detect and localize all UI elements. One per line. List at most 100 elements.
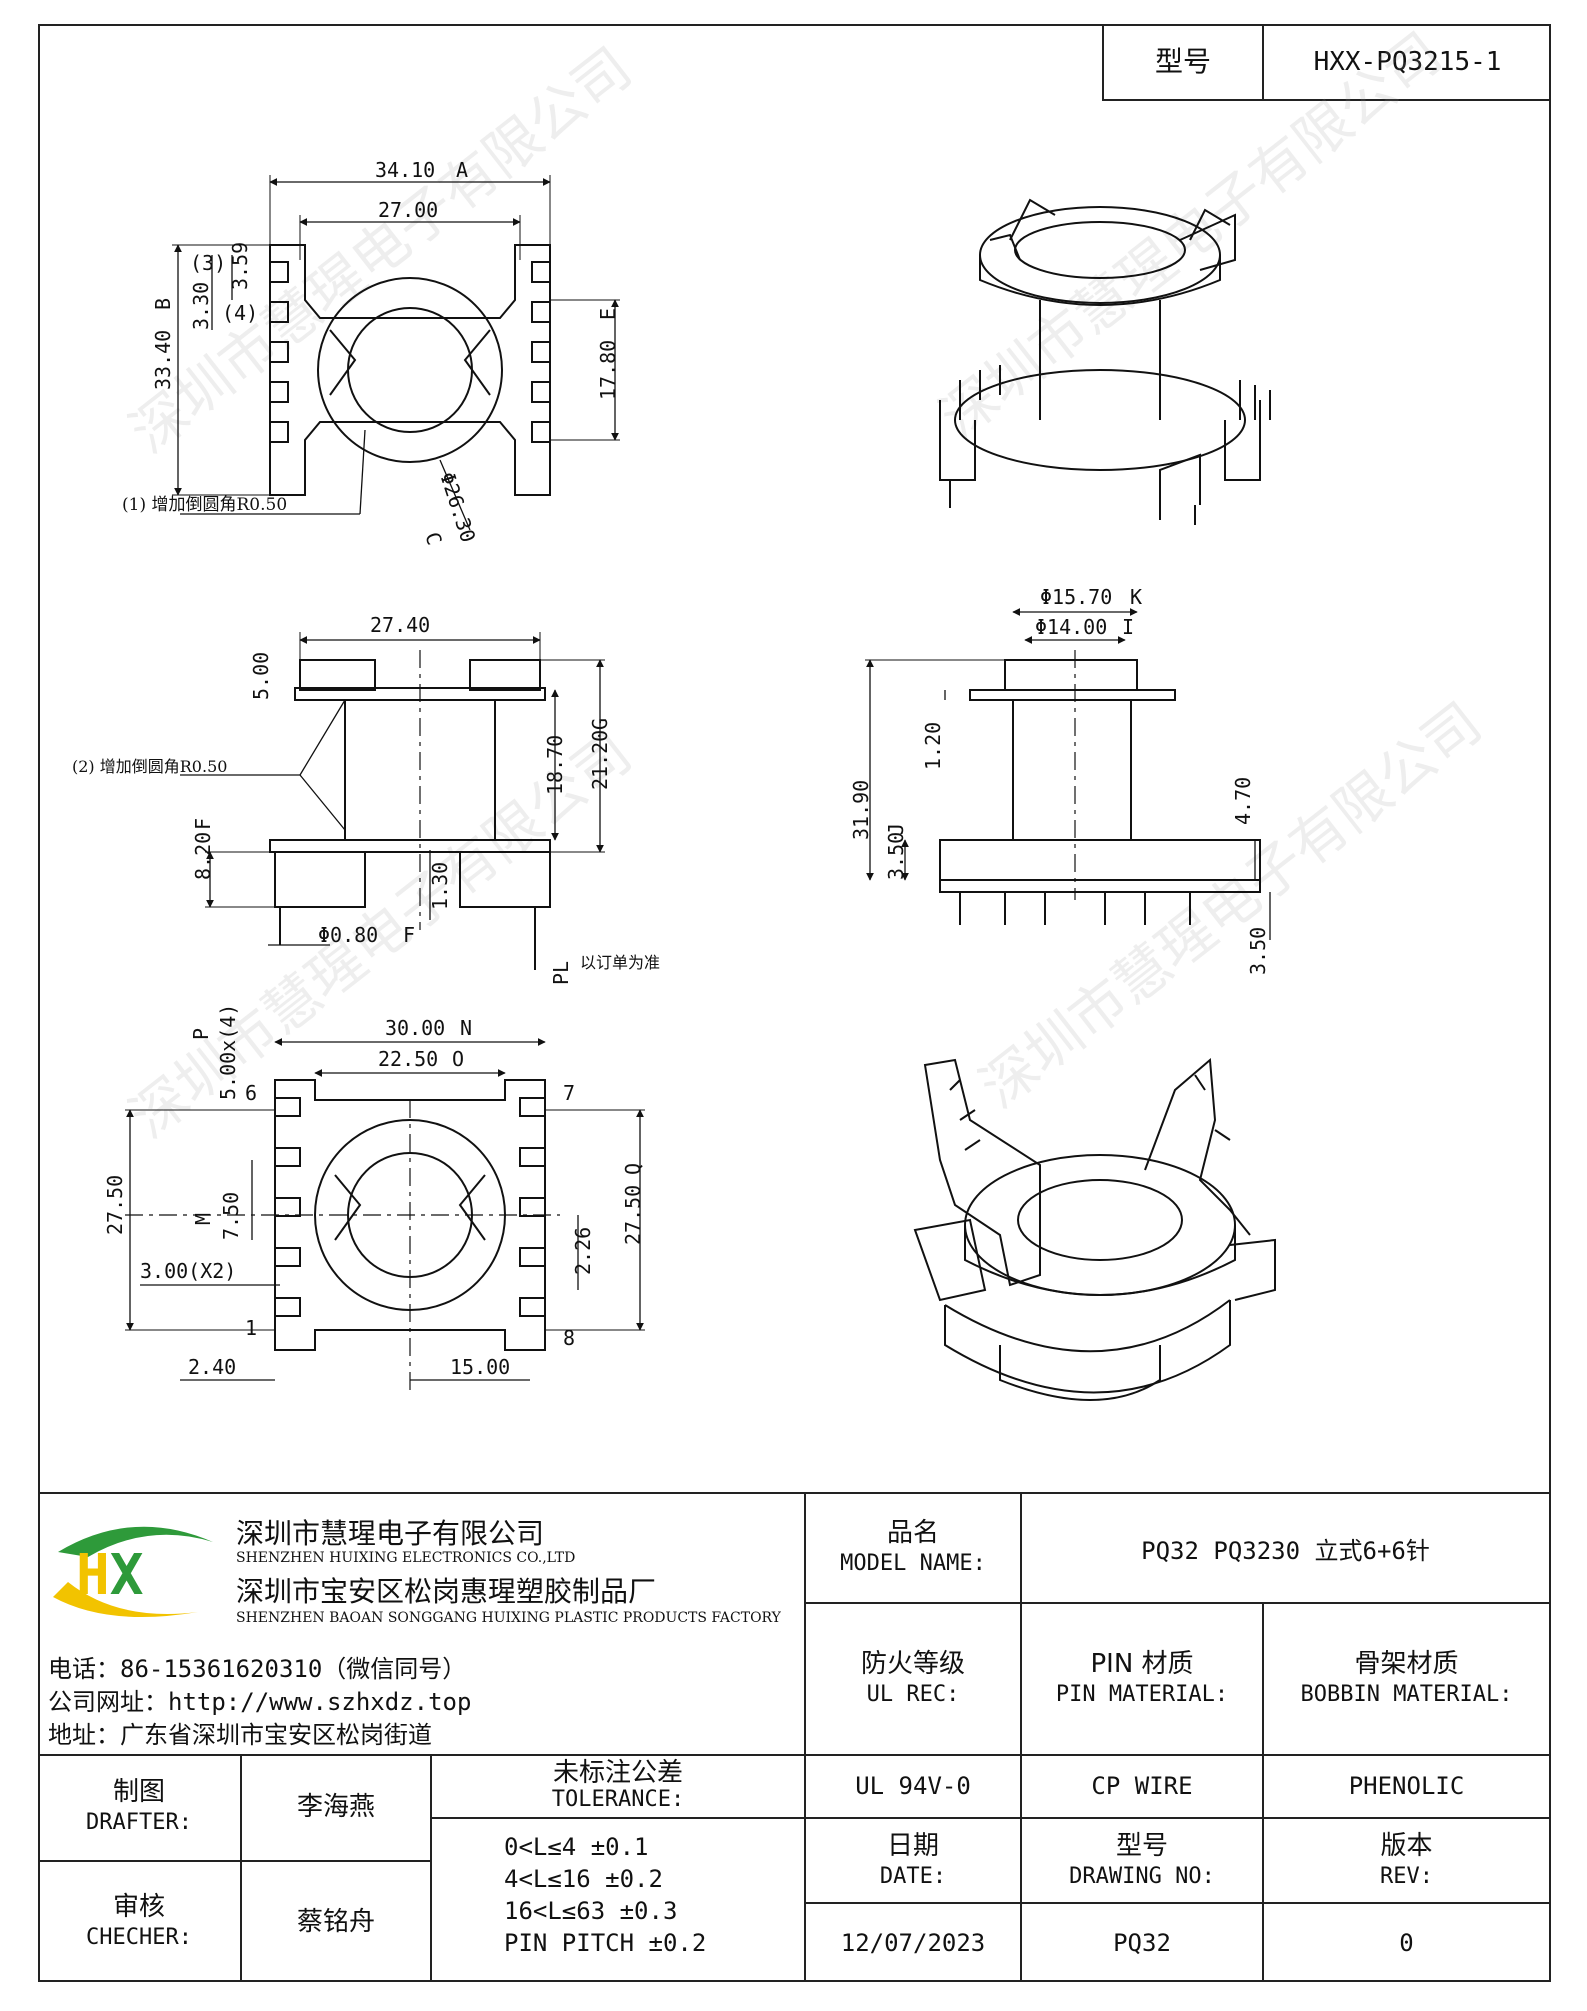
drafter-label-cell: 制图 DRAFTER: [38,1754,242,1862]
dim-7-50: 7.50 [219,1192,243,1240]
bobbin-cn: 骨架材质 [1354,1649,1459,1679]
date-value: 12/07/2023 [806,1904,1022,1982]
watermark-4: 深圳市慧瑆电子有限公司 [969,691,1494,1121]
dim-4-label: (4) [222,301,258,325]
pin-label-cell: PIN 材质 PIN MATERIAL: [1022,1604,1264,1754]
model-name-en: MODEL NAME: [840,1551,986,1576]
dim-22-50: 22.50 [378,1047,438,1071]
dim-2-26: 2.26 [571,1227,595,1275]
company-name-cn: 深圳市慧瑆电子有限公司 [236,1517,545,1550]
checker-label-cell: 审核 CHECHER: [38,1862,242,1982]
watermarks: 深圳市慧瑆电子有限公司 深圳市慧瑆电子有限公司 深圳市慧瑆电子有限公司 深圳市慧… [119,21,1494,1151]
company-logo: HX [53,1526,213,1617]
rev-cn: 版本 [1380,1830,1433,1861]
note-fillet-1: (1) 增加倒圆角R0.50 [122,495,287,515]
dim-18-70: 18.70 [543,735,567,795]
title-divider [38,1754,1549,1756]
drawing-cn: 型号 [1115,1830,1168,1861]
front-view [865,608,1271,940]
tolerance-list: 0<L≤4 ±0.1 4<L≤16 ±0.2 16<L≤63 ±0.3 PIN … [432,1819,806,1982]
pin-8: 8 [563,1326,575,1350]
dim-27-50-left: 27.50 [103,1175,127,1235]
marker-c: C [420,529,447,548]
company-website: 公司网址：http://www.szhxdz.top [48,1688,472,1716]
marker-q: Q [621,1163,645,1175]
drawing-en: DRAWING NO: [1069,1863,1215,1889]
marker-a: A [456,158,468,182]
engineering-drawing: 深圳市慧瑆电子有限公司 深圳市慧瑆电子有限公司 深圳市慧瑆电子有限公司 深圳市慧… [72,21,1494,1401]
factory-name-en: SHENZHEN BAOAN SONGGANG HUIXING PLASTIC … [236,1610,781,1626]
dim-3-50-b: 3.50 [1246,927,1270,975]
front-view-labels: Φ15.70 K Φ14.00 I 1.20 31.90 4.70 3.50 J… [849,585,1270,975]
tolerance-row-3: 16<L≤63 ±0.3 [504,1897,678,1925]
marker-p: P [189,1028,213,1040]
marker-e: E [596,308,620,320]
bottom-view-labels: 30.00 N 22.50 O 5.00x(4) P 27.50 7.50 M … [103,1004,645,1379]
dim-3-label: (3) [190,251,226,275]
title-block: HX 深圳市慧瑆电子有限公司 SHENZHEN HUIXING ELECTRON… [38,1492,1551,1982]
dim-1-20: 1.20 [921,722,945,770]
factory-name-cn: 深圳市宝安区松岗惠瑆塑胶制品厂 [236,1575,657,1608]
date-cn: 日期 [886,1830,939,1861]
date-en: DATE: [879,1863,947,1889]
iso-view-1 [939,198,1271,525]
company-address: 地址：广东省深圳市宝安区松岗街道 [48,1721,432,1749]
top-view [172,175,620,531]
model-name-label-cell: 品名 MODEL NAME: [806,1494,1022,1604]
bottom-right-slots [519,1097,546,1317]
drawing-label-cell: 型号 DRAWING NO: [1022,1819,1264,1904]
marker-f-1: F [191,818,215,830]
dim-3-00x2: 3.00(X2) [140,1259,236,1283]
marker-k: K [1130,585,1142,609]
marker-o: O [452,1047,464,1071]
dim-34-10: 34.10 [375,158,435,182]
dim-1-30: 1.30 [428,862,452,910]
drawing-sheet [38,24,1551,1982]
dim-5-00: 5.00 [249,652,273,700]
model-name-cn: 品名 [886,1518,939,1548]
front-pins [959,892,1191,925]
dim-27-40: 27.40 [370,613,430,637]
tolerance-row-2: 4<L≤16 ±0.2 [504,1865,663,1893]
pin-cn: PIN 材质 [1090,1649,1194,1679]
ul-label-cell: 防火等级 UL REC: [806,1604,1022,1754]
top-left-pins [269,261,289,443]
dim-5-00x4: 5.00x(4) [216,1004,240,1100]
dim-2-40: 2.40 [188,1355,236,1379]
marker-m: M [191,1213,215,1225]
pin-7: 7 [563,1081,575,1105]
tolerance-row-1: 0<L≤4 ±0.1 [504,1833,649,1861]
drawing-value: PQ32 [1022,1904,1264,1982]
checker-en: CHECHER: [86,1925,192,1950]
dim-3-59: 3.59 [228,242,252,290]
company-name-en: SHENZHEN HUIXING ELECTRONICS CO.,LTD [236,1550,576,1566]
header-model-label: 型号 [1104,24,1264,99]
side-view [180,632,605,970]
tolerance-row-4: PIN PITCH ±0.2 [504,1929,707,1957]
header-model-box: 型号 HXX-PQ3215-1 [1102,24,1551,101]
company-phone: 电话：86-15361620310（微信同号） [48,1655,467,1683]
drafter-name: 李海燕 [242,1754,432,1862]
drafter-cn: 制图 [112,1777,165,1807]
marker-g: G [588,718,612,730]
dim-3-30: 3.30 [189,282,213,330]
bottom-view [125,1038,645,1390]
rev-en: REV: [1380,1863,1433,1889]
tolerance-header: 未标注公差 TOLERANCE: [432,1754,806,1819]
dim-phi-14-00: Φ14.00 [1035,615,1107,639]
dim-30-00: 30.00 [385,1016,445,1040]
date-label-cell: 日期 DATE: [806,1819,1022,1904]
pl-label: PL [549,961,573,985]
dim-31-90: 31.90 [849,780,873,840]
bobbin-value: PHENOLIC [1264,1754,1549,1819]
pin-en: PIN MATERIAL: [1055,1682,1229,1707]
pin-1: 1 [245,1316,257,1340]
ul-en: UL REC: [866,1682,960,1707]
tolerance-en: TOLERANCE: [551,1786,685,1812]
dim-27-00: 27.00 [378,198,438,222]
ul-value: UL 94V-0 [806,1754,1022,1819]
side-view-labels: 27.40 5.00 18.70 G 21.20 8.20 F 1.30 Φ0.… [72,613,660,985]
note-fillet-2: (2) 增加倒圆角R0.50 [72,757,227,776]
dim-15-00: 15.00 [450,1355,510,1379]
logo-text: HX [76,1543,143,1608]
